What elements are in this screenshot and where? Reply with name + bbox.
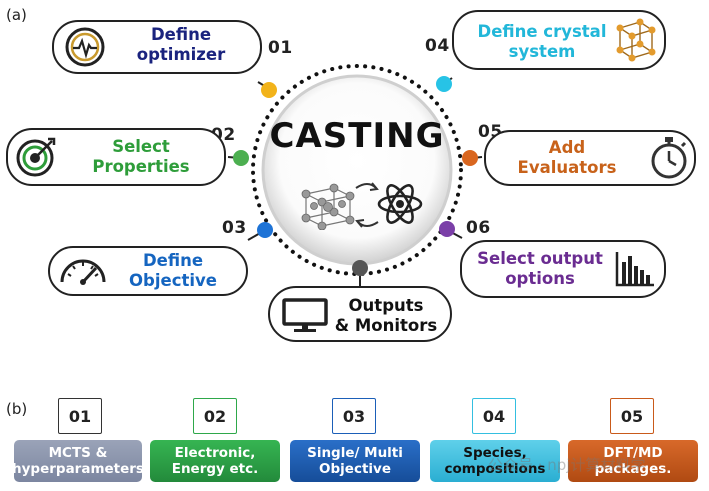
step-number-06: 06 (466, 218, 491, 238)
callout-add-evaluators (484, 130, 696, 186)
center-title: CASTING (269, 116, 445, 156)
bottom-bar-species: Species,compositions (430, 440, 560, 482)
callout-outputs-monitors-text: Outputs& Monitors (334, 296, 438, 335)
lattice-icon (301, 183, 355, 230)
panel-a-label: (a) (6, 6, 27, 24)
bottom-number-01: 01 (58, 398, 102, 434)
bottom-number-05: 05 (610, 398, 654, 434)
watermark: 公众号 · npj计算材料学 (488, 456, 646, 474)
atom-icon (377, 184, 423, 224)
bottom-number-04: 04 (472, 398, 516, 434)
callout-outputs-monitors (268, 286, 452, 342)
panel-b-label: (b) (6, 400, 28, 418)
bottom-bar-mcts: MCTS &hyperparameters (12, 440, 144, 482)
stopwatch-icon (651, 137, 687, 179)
cycle-arrows-icon (355, 182, 379, 228)
bottom-number-03: 03 (332, 398, 376, 434)
bottom-bar-electronic: Electronic,Energy etc. (150, 440, 280, 482)
pulse-gauge-icon (65, 27, 105, 67)
step-number-03: 03 (222, 218, 247, 238)
callout-define-objective (48, 246, 248, 296)
target-icon (16, 137, 56, 177)
step-number-01: 01 (268, 38, 293, 58)
bar-chart-icon (615, 252, 654, 287)
step-number-04: 04 (425, 36, 450, 56)
callout-select-properties (6, 128, 226, 186)
crystal-lattice-icon (616, 18, 656, 62)
speedometer-icon (60, 259, 106, 285)
monitor-icon (282, 298, 328, 332)
bottom-number-02: 02 (193, 398, 237, 434)
